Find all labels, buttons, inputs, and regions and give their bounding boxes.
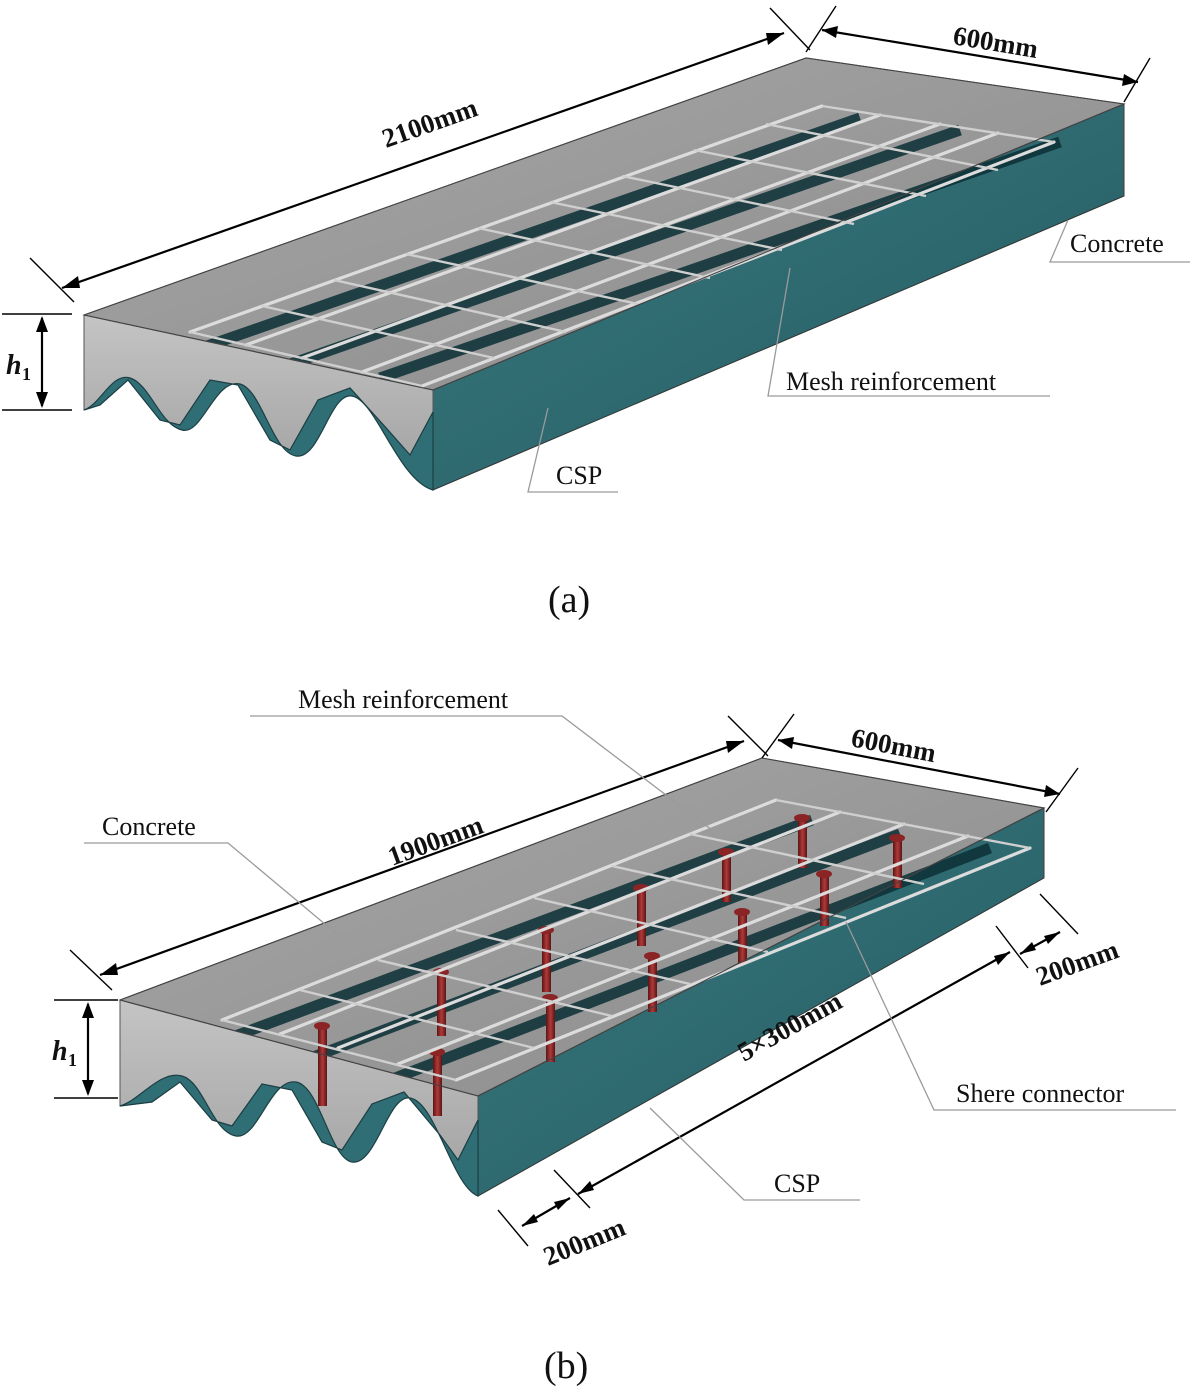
height-b-symbol: h xyxy=(52,1036,68,1067)
shear-connector xyxy=(318,1026,327,1106)
label-b-mesh: Mesh reinforcement xyxy=(298,685,509,714)
shear-connector xyxy=(637,888,646,946)
slab-b-mesh-reinforcement xyxy=(220,798,1032,1082)
slab-b-end-profile-csp xyxy=(119,1074,479,1197)
label-a-concrete: Concrete xyxy=(1070,229,1164,258)
leader-a-mesh xyxy=(767,267,1050,397)
shear-connector xyxy=(738,912,747,964)
shear-connector xyxy=(798,818,807,868)
dimension-b-end-right: 200mm xyxy=(1019,893,1123,992)
panel-a: 2100mm 600mm h 1 Concrete Mesh reinforce… xyxy=(2,5,1190,621)
panel-b: 1900mm 600mm 200mm 5×300mm xyxy=(52,685,1176,1387)
label-a-mesh: Mesh reinforcement xyxy=(786,367,997,396)
label-a-csp: CSP xyxy=(556,461,602,490)
dimension-b-end-left: 200mm xyxy=(497,1169,630,1272)
slab-a-rib-1 xyxy=(188,112,862,358)
caption-a: (a) xyxy=(548,579,590,621)
shear-connector xyxy=(722,852,731,902)
slab-a-end-profile-csp xyxy=(83,376,434,491)
dimension-b-length-label: 1900mm xyxy=(384,809,488,871)
dimension-b-end-left-label: 200mm xyxy=(539,1212,630,1272)
slab-a-rib-3 xyxy=(378,136,1062,384)
label-b-connector: Shere connector xyxy=(956,1079,1125,1108)
slab-b-rib-1 xyxy=(212,814,814,1050)
leader-a-csp xyxy=(527,407,618,493)
height-a-subscript: 1 xyxy=(22,364,31,384)
dimension-b-end-right-label: 200mm xyxy=(1032,934,1123,992)
dimension-a-height: h 1 xyxy=(2,313,72,411)
label-b-concrete: Concrete xyxy=(102,812,196,841)
label-b-csp: CSP xyxy=(774,1169,820,1198)
leader-b-connector xyxy=(845,921,1176,1111)
dimension-b-height: h 1 xyxy=(52,999,118,1099)
height-b-subscript: 1 xyxy=(68,1050,77,1070)
shear-connector xyxy=(542,930,551,992)
slab-a-mesh-reinforcement xyxy=(188,104,1056,388)
leader-b-mesh xyxy=(250,715,713,831)
leader-b-csp xyxy=(649,1107,860,1201)
shear-connector xyxy=(437,972,446,1036)
shear-connector xyxy=(820,874,829,926)
shear-connector xyxy=(433,1052,442,1116)
caption-b: (b) xyxy=(544,1345,588,1387)
shear-connector xyxy=(546,998,555,1062)
leader-a-concrete xyxy=(1049,219,1190,263)
height-a-symbol: h xyxy=(6,350,22,381)
shear-connector xyxy=(648,956,657,1012)
slab-a-rib-2 xyxy=(283,124,962,372)
leader-b-concrete xyxy=(84,842,345,941)
